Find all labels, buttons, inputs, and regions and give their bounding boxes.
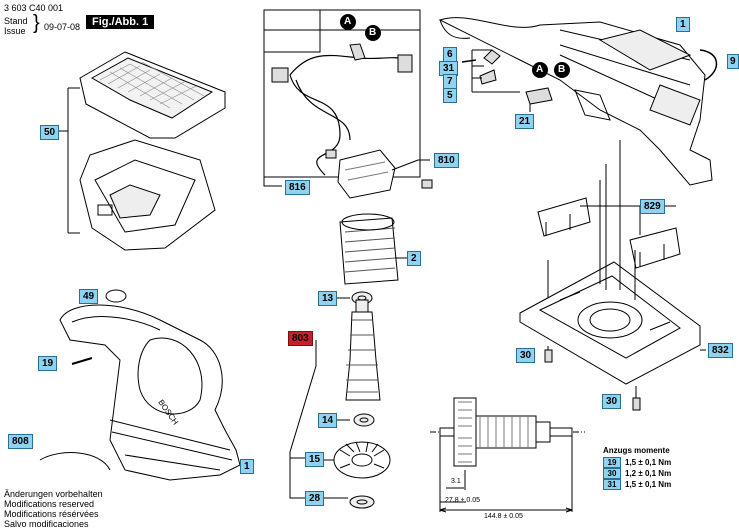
part-label-2[interactable]: 2 — [407, 251, 421, 266]
part-label-9[interactable]: 9 — [727, 54, 739, 69]
footer-notes: Änderungen vorbehalten Modifications res… — [4, 489, 103, 529]
part-label-810[interactable]: 810 — [434, 153, 459, 168]
fan — [333, 441, 391, 479]
part-label-832[interactable]: 832 — [708, 343, 733, 358]
issue-date: 09-07-08 — [44, 22, 81, 32]
callout-a-right: A — [536, 64, 544, 75]
callout-b-top: B — [369, 27, 377, 38]
brace: } — [33, 12, 40, 34]
footer-line: Änderungen vorbehalten — [4, 489, 103, 499]
part-label-1-bottom[interactable]: 1 — [240, 459, 254, 474]
part-label-1-top[interactable]: 1 — [676, 17, 690, 32]
torque-value: 1,2 ± 0,1 Nm — [625, 469, 672, 478]
part-label-829[interactable]: 829 — [640, 199, 665, 214]
stand-label: Stand — [4, 16, 28, 26]
part-label-28[interactable]: 28 — [305, 491, 325, 506]
part-label-21[interactable]: 21 — [515, 114, 535, 129]
motor-housing-top — [438, 17, 713, 186]
dimension-144-8: 144.8 ± 0.05 — [484, 513, 523, 520]
doc-number: 3 603 C40 001 — [4, 3, 64, 13]
dust-box-lid — [79, 51, 226, 139]
footer-line: Modifications résérvées — [4, 509, 99, 519]
torque-value: 1,5 ± 0,1 Nm — [625, 480, 672, 489]
torque-part: 19 — [603, 457, 621, 468]
callout-b-right: B — [558, 64, 566, 75]
part-label-30-b[interactable]: 30 — [602, 394, 622, 409]
dust-box-body — [79, 139, 216, 251]
torque-title: Anzugs momente — [603, 446, 670, 455]
part-label-816[interactable]: 816 — [285, 180, 310, 195]
part-label-49[interactable]: 49 — [79, 289, 99, 304]
part-label-14[interactable]: 14 — [318, 413, 338, 428]
part-label-7[interactable]: 7 — [443, 74, 457, 89]
armature — [345, 299, 381, 401]
part-label-50[interactable]: 50 — [40, 125, 60, 140]
torque-row: 30 1,2 ± 0,1 Nm — [603, 468, 671, 479]
part-label-808[interactable]: 808 — [8, 434, 33, 449]
figure-label: Fig./Abb. 1 — [86, 15, 155, 29]
base-plate — [519, 261, 706, 385]
part-label-6[interactable]: 6 — [443, 47, 457, 62]
torque-value: 1,5 ± 0,1 Nm — [625, 458, 672, 467]
torque-row: 31 1,5 ± 0,1 Nm — [603, 479, 671, 490]
torque-table: Anzugs momente 19 1,5 ± 0,1 Nm 30 1,2 ± … — [603, 446, 671, 490]
part-label-5[interactable]: 5 — [443, 88, 457, 103]
torque-row: 19 1,5 ± 0,1 Nm — [603, 457, 671, 468]
dimension-27-8: 27.8 ± 0.05 — [445, 497, 480, 504]
part-label-30-a[interactable]: 30 — [516, 348, 536, 363]
part-label-15[interactable]: 15 — [305, 452, 325, 467]
assembled-sander: BOSCH — [59, 304, 241, 481]
part-label-803[interactable]: 803 — [288, 331, 313, 346]
part-label-13[interactable]: 13 — [318, 291, 338, 306]
part-label-31[interactable]: 31 — [439, 61, 459, 76]
footer-line: Modifications reserved — [4, 499, 95, 509]
armature-dimension-view — [430, 397, 585, 513]
part-label-19[interactable]: 19 — [38, 356, 58, 371]
torque-part: 31 — [603, 479, 621, 490]
dimension-3-1: 3.1 — [451, 478, 461, 485]
footer-line: Salvo modificaciones — [4, 519, 89, 529]
callout-a-top: A — [344, 16, 352, 27]
field-coil — [339, 213, 410, 285]
torque-part: 30 — [603, 468, 621, 479]
issue-label: Issue — [4, 26, 26, 36]
